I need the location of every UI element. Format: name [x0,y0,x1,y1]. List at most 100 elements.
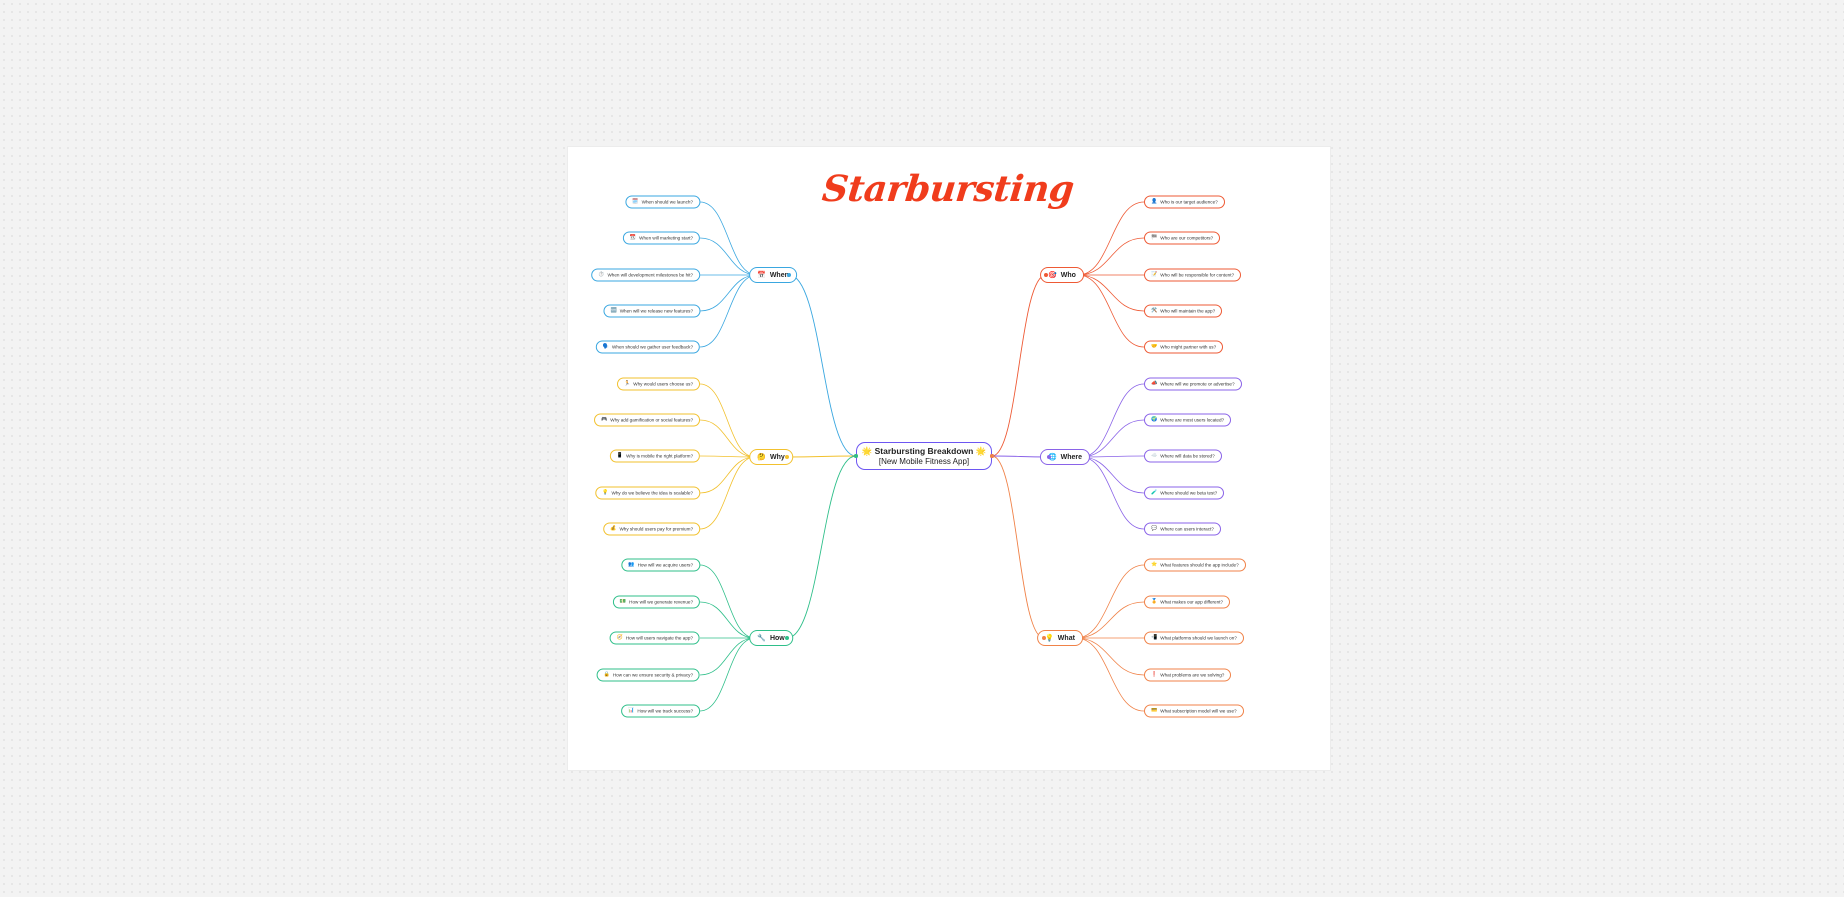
connector-dot [1044,273,1048,277]
question-emoji-icon: 👥 [628,561,635,568]
question-text: Why add gamification or social features? [610,417,693,423]
what-question[interactable]: 🏅What makes our app different? [1144,595,1230,609]
who-question[interactable]: 🏁Who are our competitors? [1144,231,1221,245]
question-text: How will we acquire users? [637,562,693,568]
connector-dot [854,454,858,458]
connector-dot [787,273,791,277]
question-emoji-icon: 📲 [1151,634,1158,641]
question-text: When will marketing start? [639,235,693,241]
question-text: Where should we beta test? [1160,490,1218,496]
what-question[interactable]: ⭐What features should the app include? [1144,558,1246,572]
center-node[interactable]: 🌟 Starbursting Breakdown 🌟 [New Mobile F… [856,442,992,470]
hub-label: Where [1060,453,1083,461]
why-question[interactable]: 🏃Why would users choose us? [617,377,700,391]
why-question[interactable]: 💡Why do we believe the idea is scalable? [595,486,700,500]
hub-label: When [769,271,789,279]
how-question[interactable]: 💵How will we generate revenue? [612,595,700,609]
question-text: What makes our app different? [1160,599,1223,605]
connector-dot [990,454,994,458]
hub-who[interactable]: 🎯Who [1040,267,1084,283]
connector-dot [1042,636,1046,640]
how-question[interactable]: 🔒How can we ensure security & privacy? [596,668,700,682]
who-question[interactable]: 🤝Who might partner with us? [1144,340,1224,354]
who-question[interactable]: 🛠️Who will maintain the app? [1144,304,1223,318]
who-question[interactable]: 📝Who will be responsible for content? [1144,268,1242,282]
board-title: Starbursting [820,168,1076,210]
hub-label: Why [769,453,785,461]
question-text: Why do we believe the idea is scalable? [611,490,693,496]
how-question[interactable]: 👥How will we acquire users? [621,558,700,572]
where-question[interactable]: ☁️Where will data be stored? [1144,449,1222,463]
where-question[interactable]: 🧪Where should we beta test? [1144,486,1225,500]
what-question[interactable]: 💳What subscription model will we use? [1144,704,1244,718]
question-text: How can we ensure security & privacy? [612,672,693,678]
question-text: When will development milestones be hit? [607,272,693,278]
hub-label: Who [1060,271,1076,279]
question-text: What subscription model will we use? [1160,708,1237,714]
when-question[interactable]: 📆When will marketing start? [622,231,700,245]
question-emoji-icon: 🧭 [616,634,623,641]
question-text: Where will data be stored? [1160,453,1215,459]
question-text: Why would users choose us? [633,381,693,387]
question-emoji-icon: 📣 [1151,380,1158,387]
how-question[interactable]: 📊How will we track success? [621,704,700,718]
hub-why[interactable]: 🤔Why [749,449,793,465]
why-question[interactable]: 🎮Why add gamification or social features… [594,413,700,427]
question-text: Who might partner with us? [1160,344,1217,350]
question-emoji-icon: 📆 [629,234,637,241]
hub-label: What [1057,634,1075,642]
question-text: Where are most users located? [1160,417,1225,423]
question-emoji-icon: 🎮 [601,416,608,423]
question-emoji-icon: 📱 [616,452,624,459]
when-question[interactable]: 🗓️When should we launch? [625,195,700,209]
where-question[interactable]: 📣Where will we promote or advertise? [1144,377,1242,391]
why-question[interactable]: 📱Why is mobile the right platform? [609,449,700,463]
question-emoji-icon: 🆕 [610,307,617,314]
why-question[interactable]: 💰Why should users pay for premium? [603,522,700,536]
question-text: Who will maintain the app? [1160,308,1216,314]
question-text: Who are our competitors? [1160,235,1214,241]
connector-dot [785,636,789,640]
hub-what[interactable]: 💡What [1037,630,1083,646]
what-question[interactable]: 📲What platforms should we launch on? [1144,631,1244,645]
question-emoji-icon: 🌍 [1151,416,1158,423]
question-emoji-icon: ⏱️ [598,271,605,278]
how-question[interactable]: 🧭How will users navigate the app? [609,631,700,645]
question-emoji-icon: 💡 [602,489,609,496]
where-emoji-icon: 🌐 [1047,454,1057,461]
hub-when[interactable]: 📅When [749,267,797,283]
question-text: When will we release new features? [619,308,693,314]
star-emoji-icon: 🌟 [861,446,873,456]
who-emoji-icon: 🎯 [1048,272,1057,279]
question-text: Why is mobile the right platform? [626,453,693,459]
how-emoji-icon: 🔧 [757,635,766,642]
hub-label: How [769,634,785,642]
question-text: What problems are we solving? [1160,672,1225,678]
who-question[interactable]: 👤Who is our target audience? [1144,195,1225,209]
when-question[interactable]: ⏱️When will development milestones be hi… [591,268,700,282]
question-emoji-icon: 🏅 [1151,598,1158,605]
question-emoji-icon: 💬 [1151,525,1158,532]
question-emoji-icon: 🔒 [603,671,610,678]
what-question[interactable]: ❗What problems are we solving? [1144,668,1232,682]
question-text: When should we gather user feedback? [612,344,693,350]
question-text: How will we generate revenue? [629,599,693,605]
question-text: Where can users interact? [1160,526,1214,532]
when-question[interactable]: 🆕When will we release new features? [603,304,700,318]
question-text: Who will be responsible for content? [1160,272,1235,278]
what-emoji-icon: 💡 [1045,635,1054,642]
hub-where[interactable]: 🌐Where [1039,449,1091,465]
when-question[interactable]: 🗣️When should we gather user feedback? [595,340,700,354]
question-text: How will users navigate the app? [625,635,693,641]
where-question[interactable]: 💬Where can users interact? [1144,522,1221,536]
question-emoji-icon: 👤 [1151,198,1158,205]
where-question[interactable]: 🌍Where are most users located? [1144,413,1232,427]
question-text: Why should users pay for premium? [619,526,693,532]
question-emoji-icon: 🧪 [1151,489,1158,496]
hub-how[interactable]: 🔧How [749,630,793,646]
question-emoji-icon: 🏁 [1151,234,1158,241]
question-text: When should we launch? [641,199,693,205]
question-emoji-icon: 🗓️ [632,198,639,205]
when-emoji-icon: 📅 [757,272,766,279]
question-emoji-icon: 📝 [1151,271,1158,278]
